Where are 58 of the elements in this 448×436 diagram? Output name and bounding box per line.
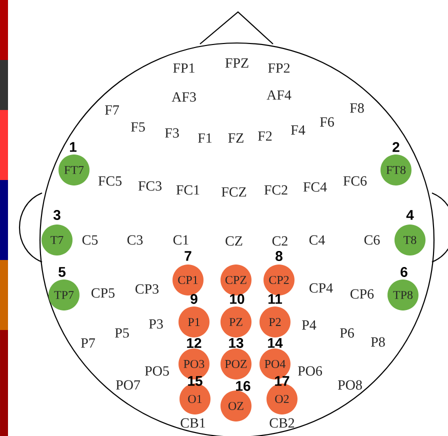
electrode-label: F7 [105, 105, 119, 115]
electrode-number: 6 [400, 267, 408, 277]
electrode-number: 10 [230, 294, 244, 304]
electrode-number: 3 [53, 210, 60, 220]
electrode-number: 8 [276, 251, 282, 261]
electrode-label: P6 [340, 328, 354, 338]
electrode-label: FC2 [264, 185, 288, 195]
electrode-label: FC6 [343, 176, 367, 186]
electrode-label: CP5 [92, 288, 115, 298]
electrode-label: P5 [115, 328, 129, 338]
electrode-label: FP1 [173, 63, 194, 73]
electrode-label: CZ [226, 236, 242, 246]
electrode-label: F1 [198, 133, 212, 143]
electrode-label: C3 [127, 235, 143, 245]
electrode-label: F8 [350, 103, 364, 113]
electrode-label: C2 [272, 236, 288, 246]
electrode-label: F3 [165, 128, 179, 138]
electrode-label: P3 [149, 319, 163, 329]
electrode-label: CP6 [350, 289, 374, 299]
electrode-label: C6 [364, 235, 380, 245]
electrode-label: FC3 [138, 181, 162, 191]
electrode-number: 12 [187, 338, 202, 348]
electrode-label: P7 [81, 338, 95, 348]
electrode-number: 9 [190, 294, 198, 304]
electrode-label: AF4 [266, 90, 292, 100]
electrode-label: C1 [173, 235, 188, 245]
electrode-label: FCZ [222, 187, 246, 197]
electrode-label: CB1 [180, 418, 205, 428]
electrode-label: FC4 [303, 182, 327, 192]
electrode-label: CB2 [270, 418, 294, 428]
electrode-label: FC1 [176, 185, 200, 195]
electrode-label: F4 [291, 125, 306, 135]
electrode-label: CP4 [310, 283, 333, 293]
electrode-label: C4 [309, 235, 325, 245]
electrode-label: PO6 [298, 366, 322, 376]
electrode-number: 16 [236, 381, 250, 391]
electrode-label: F6 [320, 117, 334, 127]
electrode-label: PO8 [338, 380, 362, 390]
electrode-label: F2 [258, 131, 272, 141]
electrode-label: CP3 [136, 284, 159, 294]
electrode-number: 2 [392, 142, 400, 152]
electrode-label: FP2 [268, 63, 290, 73]
electrode-label: P8 [371, 337, 385, 347]
electrode-number: 14 [268, 338, 283, 348]
electrode-number: 4 [406, 210, 414, 220]
electrode-label: AF3 [172, 92, 196, 102]
electrode-number: 1 [70, 142, 77, 152]
electrode-number: 5 [58, 267, 66, 277]
electrode-label: FZ [228, 133, 244, 143]
electrode-number: 11 [268, 294, 282, 304]
electrode-label: PO5 [144, 366, 169, 376]
electrode-label: F5 [131, 122, 145, 132]
electrode-label: P4 [302, 320, 316, 330]
electrode-label: FPZ [225, 58, 248, 68]
electrode-label: C5 [82, 235, 98, 245]
electrode-number: 13 [229, 338, 244, 348]
electrode-label: PO7 [116, 380, 140, 390]
electrode-number: 7 [184, 251, 192, 261]
